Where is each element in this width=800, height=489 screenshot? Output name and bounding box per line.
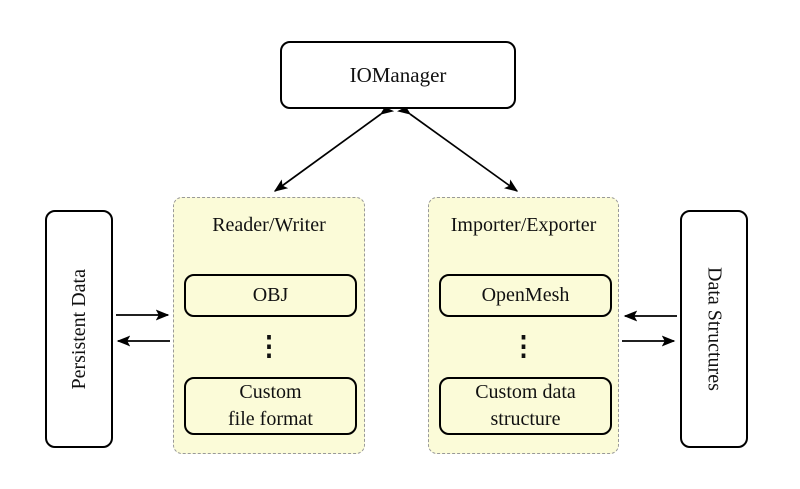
persistent-data-label: Persistent Data — [67, 268, 90, 390]
obj-node: OBJ — [184, 274, 357, 317]
data-structures-label: Data Structures — [703, 267, 726, 391]
custom-file-format-line2: file format — [228, 408, 313, 430]
importer-exporter-title: Importer/Exporter — [450, 214, 597, 236]
iomanager-label: IOManager — [349, 62, 447, 87]
reader-writer-title: Reader/Writer — [212, 214, 326, 236]
iomanager-node: IOManager — [280, 41, 516, 109]
vertical-ellipsis: ⋮ — [510, 330, 537, 361]
openmesh-node: OpenMesh — [439, 274, 612, 317]
openmesh-label: OpenMesh — [481, 284, 570, 306]
custom-data-structure-line2: structure — [490, 408, 561, 430]
vertical-ellipsis: ⋮ — [255, 330, 283, 361]
custom-data-structure-node: Custom data structure — [439, 377, 612, 435]
reader-writer-panel: Reader/Writer OBJ ⋮ Custom file format — [173, 197, 365, 454]
custom-file-format-node: Custom file format — [184, 377, 357, 435]
persistent-data-node: Persistent Data — [45, 210, 113, 448]
double-arrow-iomanager-importer-exporter — [396, 102, 519, 192]
obj-label: OBJ — [252, 284, 289, 306]
custom-file-format-line1: Custom — [239, 381, 302, 403]
data-structures-node: Data Structures — [680, 210, 748, 448]
custom-data-structure-line1: Custom data — [475, 381, 576, 403]
importer-exporter-panel: Importer/Exporter OpenMesh ⋮ Custom data… — [428, 197, 619, 454]
double-arrow-iomanager-reader-writer — [273, 102, 395, 192]
